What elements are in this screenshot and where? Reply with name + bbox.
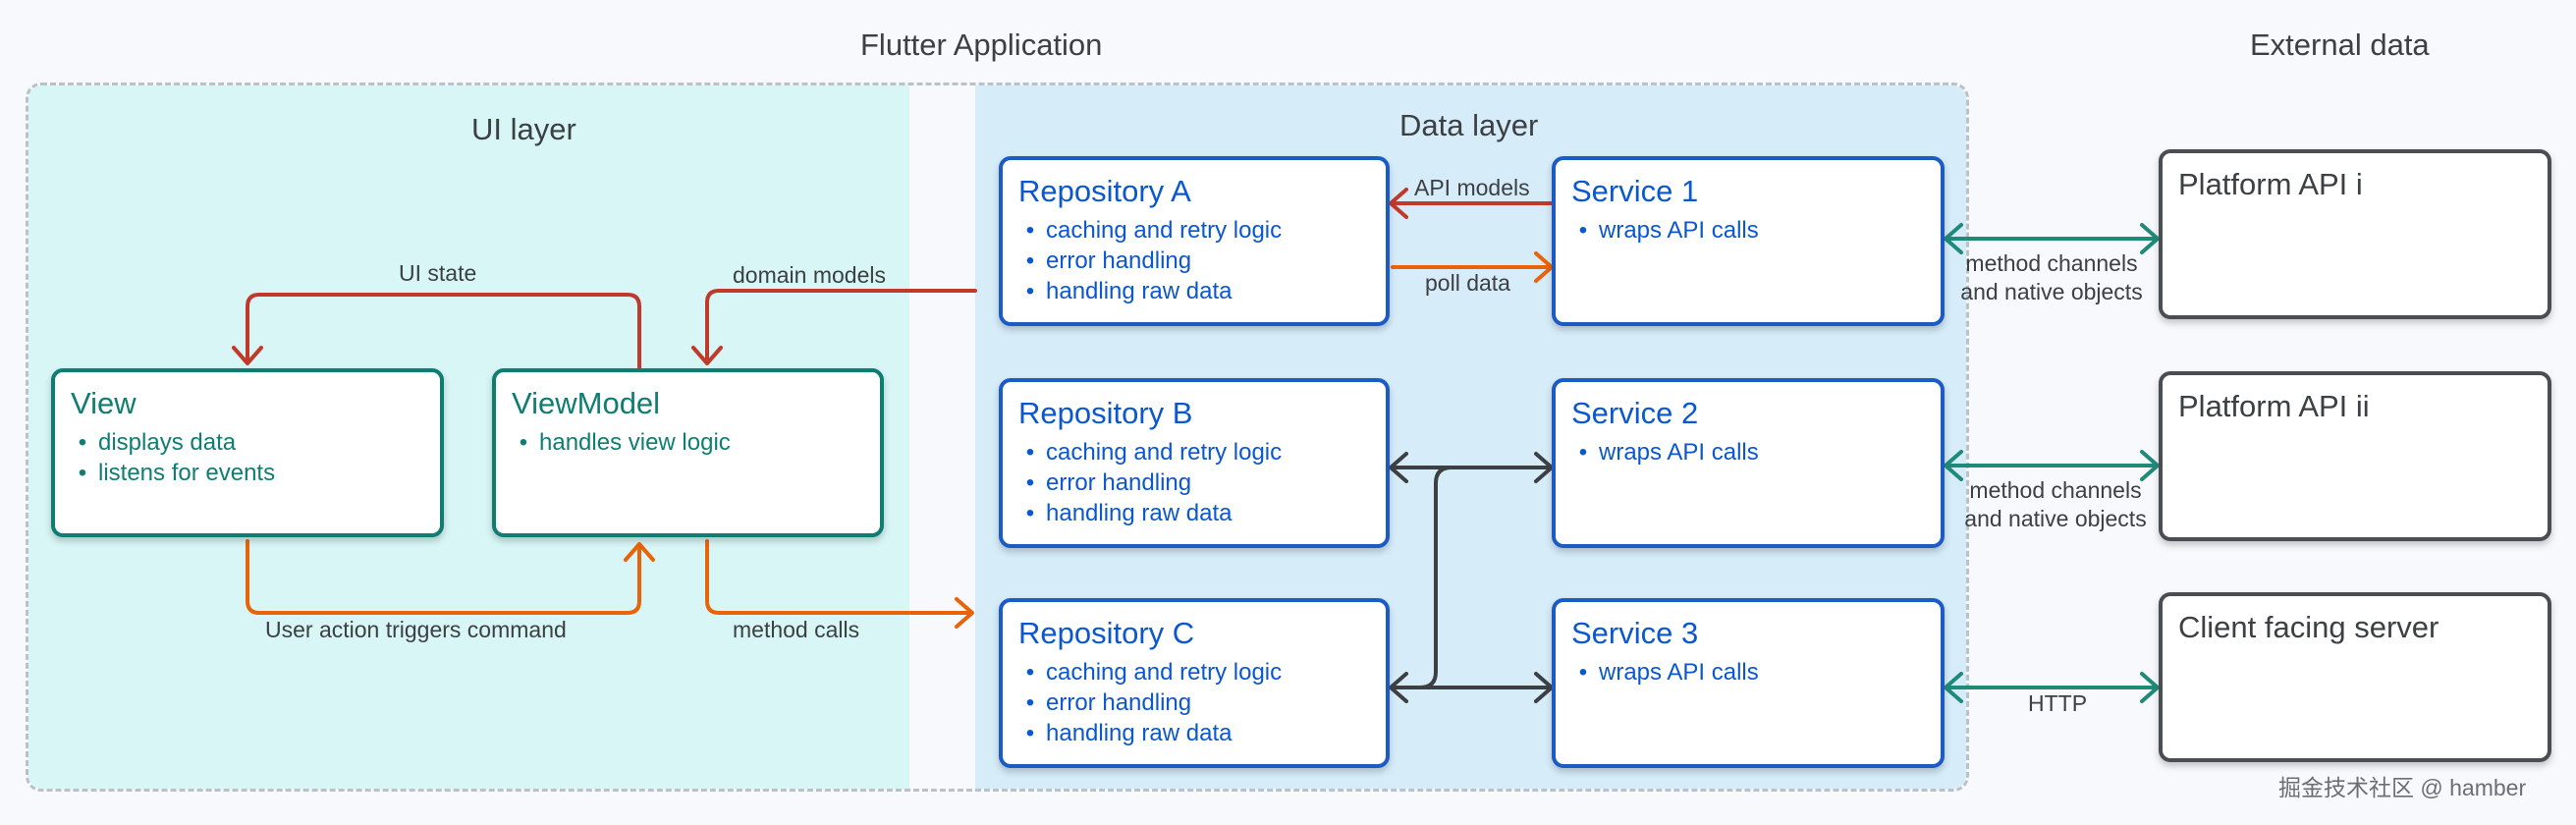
external-data-heading: External data <box>2250 28 2430 62</box>
platform-api-i-title: Platform API i <box>2178 167 2363 201</box>
list-item: handles view logic <box>512 427 731 458</box>
list-item: handling raw data <box>1018 498 1282 528</box>
method-calls-arrow <box>705 539 972 615</box>
list-item: handling raw data <box>1018 718 1282 748</box>
data-layer-heading: Data layer <box>1399 108 1539 142</box>
list-item: error handling <box>1018 246 1282 276</box>
list-item: caching and retry logic <box>1018 437 1282 468</box>
list-item: caching and retry logic <box>1018 657 1282 688</box>
flutter-application-heading: Flutter Application <box>860 28 1103 62</box>
viewmodel-box: ViewModel handles view logic <box>492 368 884 537</box>
method-channels-label-2: method channels and native objects <box>1952 476 2159 533</box>
cross-link <box>1418 466 1453 689</box>
http-label: HTTP <box>2028 690 2088 716</box>
platform-api-ii-title: Platform API ii <box>2178 389 2370 423</box>
list-item: error handling <box>1018 688 1282 718</box>
poll-data-label: poll data <box>1425 270 1510 296</box>
method-channels-line: method channels <box>1965 250 2138 276</box>
native-objects-line: and native objects <box>1960 279 2143 304</box>
viewmodel-title: ViewModel <box>512 386 661 420</box>
user-action-arrow <box>246 539 641 615</box>
service-1-box: Service 1 wraps API calls <box>1552 156 1945 326</box>
domain-models-label: domain models <box>733 262 886 288</box>
domain-models-arrow <box>705 289 977 363</box>
service-2-items: wraps API calls <box>1571 437 1759 468</box>
list-item: error handling <box>1018 468 1282 498</box>
ui-state-label: UI state <box>399 260 477 286</box>
list-item: listens for events <box>71 458 275 488</box>
repository-c-items: caching and retry logic error handling h… <box>1018 657 1282 748</box>
service-1-title: Service 1 <box>1571 174 1699 208</box>
view-items: displays data listens for events <box>71 427 275 488</box>
view-title: View <box>71 386 137 420</box>
platform-api-i-box: Platform API i <box>2159 149 2551 319</box>
client-facing-server-title: Client facing server <box>2178 610 2439 644</box>
method-channels-label-1: method channels and native objects <box>1948 249 2155 306</box>
method-channels-line: method channels <box>1969 477 2142 503</box>
service-2-title: Service 2 <box>1571 396 1699 430</box>
repository-a-items: caching and retry logic error handling h… <box>1018 215 1282 306</box>
repository-b-box: Repository B caching and retry logic err… <box>999 378 1390 548</box>
list-item: displays data <box>71 427 275 458</box>
watermark: 掘金技术社区 @ hamber <box>2278 775 2527 800</box>
service-3-box: Service 3 wraps API calls <box>1552 598 1945 768</box>
service-3-title: Service 3 <box>1571 616 1699 650</box>
repository-b-title: Repository B <box>1018 396 1193 430</box>
client-facing-server-box: Client facing server <box>2159 592 2551 762</box>
repository-a-box: Repository A caching and retry logic err… <box>999 156 1390 326</box>
repository-c-box: Repository C caching and retry logic err… <box>999 598 1390 768</box>
repository-b-items: caching and retry logic error handling h… <box>1018 437 1282 528</box>
service-3-items: wraps API calls <box>1571 657 1759 688</box>
list-item: wraps API calls <box>1571 215 1759 246</box>
method-calls-label: method calls <box>733 617 860 642</box>
list-item: caching and retry logic <box>1018 215 1282 246</box>
repository-c-title: Repository C <box>1018 616 1195 650</box>
service-2-box: Service 2 wraps API calls <box>1552 378 1945 548</box>
list-item: wraps API calls <box>1571 657 1759 688</box>
native-objects-line: and native objects <box>1964 506 2147 531</box>
viewmodel-items: handles view logic <box>512 427 731 458</box>
flutter-application-frame <box>26 82 1969 792</box>
ui-state-arrow <box>246 293 641 369</box>
platform-api-ii-box: Platform API ii <box>2159 371 2551 541</box>
list-item: wraps API calls <box>1571 437 1759 468</box>
api-models-label: API models <box>1414 175 1530 200</box>
list-item: handling raw data <box>1018 276 1282 306</box>
service-1-items: wraps API calls <box>1571 215 1759 246</box>
ui-layer-heading: UI layer <box>471 112 576 146</box>
view-box: View displays data listens for events <box>51 368 444 537</box>
user-action-label: User action triggers command <box>265 617 567 642</box>
repository-a-title: Repository A <box>1018 174 1191 208</box>
